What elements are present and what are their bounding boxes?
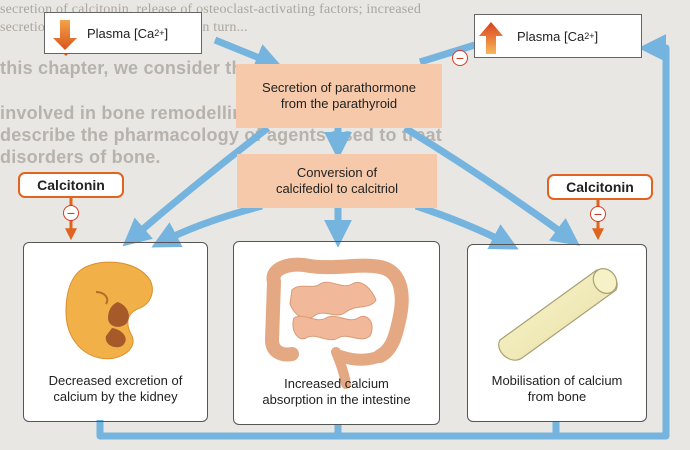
bone-panel: Mobilisation of calcium from bone (467, 244, 647, 422)
kidney-label-line-1: Decreased excretion of (24, 373, 207, 389)
plasma-arrow-overlay (0, 0, 690, 80)
plasma-increase-arrow-icon (479, 22, 503, 54)
secretion-line-2: from the parathyroid (281, 96, 397, 112)
intestine-label-line-1: Increased calcium (234, 376, 439, 392)
conversion-line-2: calcifediol to calcitriol (276, 181, 398, 197)
calcitonin-left-box: Calcitonin (18, 172, 124, 198)
bone-label-line-2: from bone (468, 389, 646, 405)
calcitriol-conversion-box: Conversion of calcifediol to calcitriol (237, 154, 437, 208)
conversion-line-1: Conversion of (297, 165, 377, 181)
secretion-line-1: Secretion of parathormone (262, 80, 416, 96)
kidney-label-line-2: calcium by the kidney (24, 389, 207, 405)
arrow-conversion-to-kidney (160, 206, 262, 243)
intestine-label-line-2: absorption in the intestine (234, 392, 439, 408)
calcitonin-right-box: Calcitonin (547, 174, 653, 200)
bone-label-line-1: Mobilisation of calcium (468, 373, 646, 389)
intestine-panel: Increased calcium absorption in the inte… (233, 241, 440, 425)
calcitonin-left-minus-icon: − (63, 205, 79, 221)
arrow-conversion-to-bone (416, 206, 510, 245)
kidney-panel: Decreased excretion of calcium by the ki… (23, 242, 208, 422)
plasma-decrease-arrow-icon (53, 20, 77, 50)
calcitonin-right-minus-icon: − (590, 206, 606, 222)
